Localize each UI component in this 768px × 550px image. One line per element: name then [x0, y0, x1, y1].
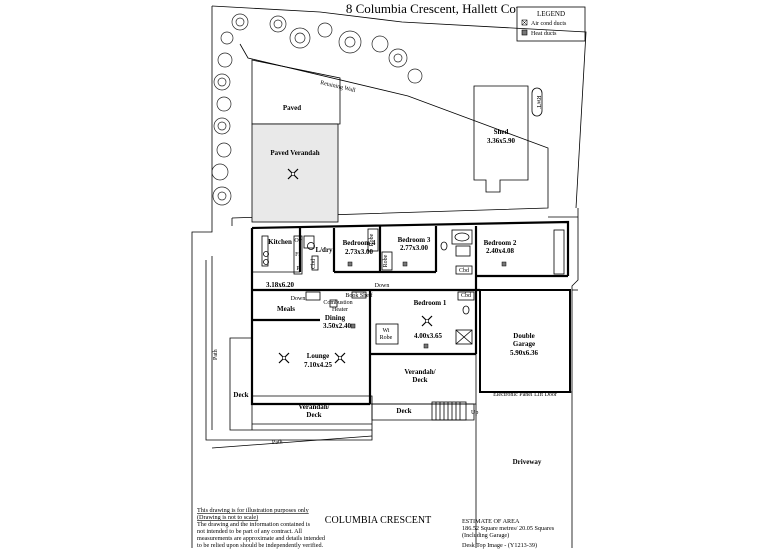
legend: LEGEND Air cond ducts Heat ducts [516, 6, 586, 42]
bedroom2-dims: 2.40x4.08 [486, 247, 515, 255]
book-shelf-label: Book Shelf [345, 292, 372, 299]
ceiling-fan-icon [421, 315, 433, 327]
area-estimate: ESTIMATE OF AREA 186.52 Square metres/ 2… [462, 518, 555, 549]
paved-verandah [251, 123, 339, 223]
street-label: COLUMBIA CRESCENT [325, 515, 431, 526]
bedroom1-label: Bedroom 1 [414, 299, 447, 307]
bedroom1-dims: 4.00x3.65 [414, 332, 443, 340]
up-label: Up [471, 410, 478, 416]
kitchen-label: Kitchen [268, 238, 292, 246]
verandah-deck-right-label-2: Deck [412, 376, 427, 384]
legend-item-air-cond: Air cond ducts [531, 21, 567, 27]
legend-heading: LEGEND [537, 10, 565, 18]
rwt-label: RWT [535, 96, 541, 109]
combustion-label: Combustion [323, 300, 352, 306]
ceiling-fan-icon [334, 352, 346, 364]
deck-right-label: Deck [396, 407, 411, 415]
dining-dims: 3.50x2.40 [323, 322, 352, 330]
area-credit: Desk Top Image - (Y1213-39) [462, 542, 537, 549]
shed [473, 85, 529, 193]
shed-label: Shed [494, 128, 509, 136]
garage-dims: 5.90x6.36 [510, 349, 539, 357]
area-line-1: 186.52 Square metres/ 20.05 Squares [462, 525, 555, 532]
plan-title: 8 Columbia Crescent, Hallett Cove [346, 1, 529, 16]
lounge-dims: 7.10x4.25 [304, 361, 333, 369]
steps [431, 401, 467, 421]
kitchen-dims: 3.18x6.20 [266, 281, 295, 289]
disclaimer: This drawing is for illustration purpose… [197, 507, 326, 549]
air-cond-duct-icon [521, 19, 528, 26]
deck-left-label: Deck [233, 391, 248, 399]
down-label-1: Down [375, 283, 390, 289]
trees [211, 13, 423, 206]
garage-label-2: Garage [513, 340, 535, 348]
disclaimer-line-5: measurements are approximate and details… [197, 535, 326, 542]
bedroom4-label: Bedroom 4 [343, 239, 376, 247]
verandah-deck-lower-label: Verandah/ [298, 403, 330, 411]
site-boundary [191, 5, 587, 548]
laundry-label: L/dry [315, 246, 333, 254]
disclaimer-line-2: (Drawing is not to scale) [197, 514, 258, 521]
verandah-deck-lower-label-2: Deck [306, 411, 321, 419]
dining-label: Dining [325, 314, 346, 322]
paved-verandah-label: Paved Verandah [270, 149, 319, 157]
cupboard-label-2: Cbd [461, 293, 471, 299]
lower-deck [229, 337, 373, 431]
disclaimer-line-1: This drawing is for illustration purpose… [197, 507, 310, 514]
meals-label: Meals [277, 305, 295, 313]
verandah-deck-right-label: Verandah/ [404, 368, 436, 376]
walk-in-robe-label-2: Robe [380, 335, 393, 341]
laundry-cupboard-label: Cbd [311, 259, 317, 269]
disclaimer-line-3: The drawing and the information containe… [197, 521, 311, 528]
oven-label: Ov [294, 238, 301, 244]
walk-in-robe-label-1: Wi [382, 328, 389, 334]
heat-duct-icon [521, 29, 528, 36]
ceiling-fan-icon [287, 168, 299, 180]
path-bottom-label: Path [272, 439, 283, 446]
pantry-label: P [296, 266, 300, 272]
driveway-label: Driveway [513, 458, 542, 466]
fridge-space-label: Fs [295, 252, 301, 258]
path-left-label: Path [213, 349, 219, 360]
legend-item-heat: Heat ducts [531, 31, 557, 37]
cupboard-label-1: Cbd [459, 268, 469, 274]
robe2-label: Robe [383, 254, 389, 267]
lounge-label: Lounge [307, 352, 330, 360]
heater-label: Heater [332, 307, 348, 313]
double-garage [479, 289, 571, 393]
area-heading: ESTIMATE OF AREA [462, 518, 520, 525]
bedroom3-label: Bedroom 3 [398, 236, 431, 244]
down-label-2: Down [291, 296, 306, 302]
ceiling-fan-icon [278, 352, 290, 364]
garage-label-1: Double [513, 332, 534, 340]
garage-door-label: Electronic Panel Lift Door [493, 391, 557, 398]
bedroom4-dims: 2.73x3.00 [345, 248, 374, 256]
disclaimer-line-6: to be relied upon should be independentl… [197, 542, 324, 549]
paved-label: Paved [283, 104, 301, 112]
robe1-label: Robe [369, 233, 375, 246]
disclaimer-line-4: not intended to be part of any contract.… [197, 528, 302, 535]
rainwater-tank [531, 87, 543, 117]
area-line-2: (Including Garage) [462, 532, 509, 539]
bedroom3-dims: 2.77x3.00 [400, 244, 429, 252]
shed-dims: 3.36x5.90 [487, 137, 516, 145]
bedroom2-label: Bedroom 2 [484, 239, 517, 247]
